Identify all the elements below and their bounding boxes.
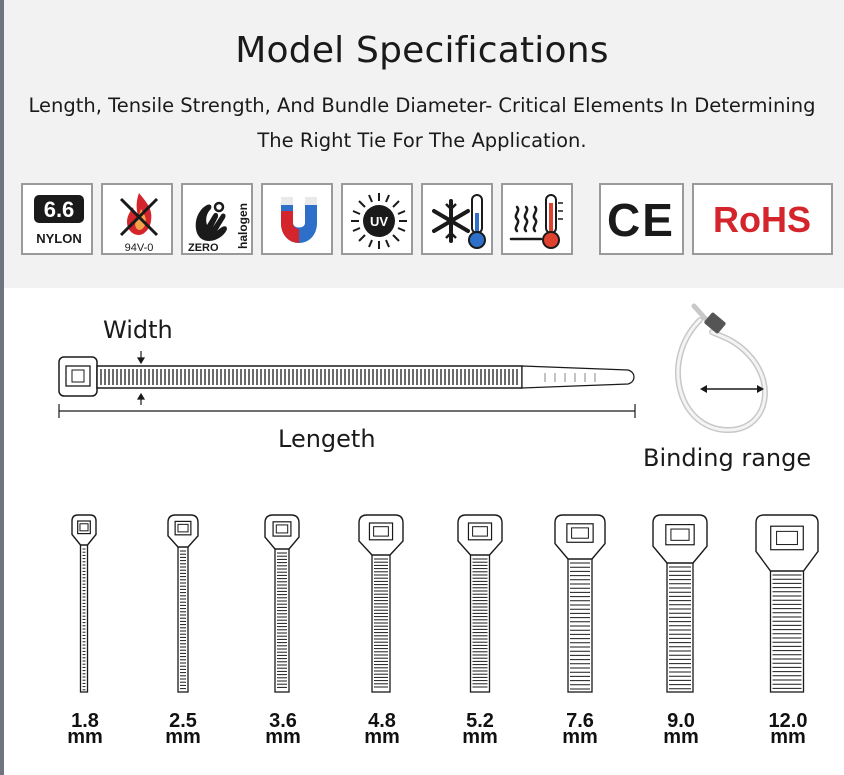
cable-tie-5 xyxy=(457,514,503,693)
tie-pawl xyxy=(79,523,89,532)
tie-pawl xyxy=(776,530,798,546)
uv-text: UV xyxy=(370,214,388,229)
cable-tie-7 xyxy=(652,514,708,693)
length-label: Lengeth xyxy=(278,425,376,453)
rohs-text: RoHS xyxy=(713,199,811,240)
flame-retardant-icon: 94V-0 xyxy=(101,183,173,255)
zero-halogen-icon: ZERO halogen xyxy=(181,183,253,255)
nylon-6-6-icon: 6.6 NYLON xyxy=(21,183,93,255)
tie-head-pawl xyxy=(71,369,85,383)
width-label: Width xyxy=(103,316,173,344)
cable-tie-1 xyxy=(71,514,97,693)
zero-text: ZERO xyxy=(188,242,219,254)
binding-loop-icon xyxy=(675,303,768,434)
binding-range-label: Binding range xyxy=(643,444,812,472)
tie-pawl xyxy=(472,526,488,537)
tie-pawl xyxy=(373,526,389,537)
nylon-label-text: NYLON xyxy=(36,231,82,246)
tie-strap xyxy=(274,544,290,693)
tie-serrations xyxy=(100,369,518,385)
tie-strap xyxy=(567,554,593,693)
ce-mark: CE xyxy=(599,183,684,255)
subtitle-line-1: Length, Tensile Strength, And Bundle Dia… xyxy=(28,94,816,117)
cold-resistant-icon xyxy=(421,183,493,255)
tie-sizes-row xyxy=(71,514,819,693)
cable-tie-2 xyxy=(167,514,199,693)
cable-tie-3 xyxy=(264,514,300,693)
nylon-grade-text: 6.6 xyxy=(44,197,75,222)
tie-pawl xyxy=(177,523,189,533)
cable-tie-6 xyxy=(554,514,606,693)
length-dimension xyxy=(58,404,636,418)
width-arrows xyxy=(136,351,146,405)
heat-resistant-icon xyxy=(501,183,573,255)
tie-pawl xyxy=(571,527,589,539)
halogen-text: halogen xyxy=(236,203,250,249)
rohs-mark: RoHS xyxy=(692,183,833,255)
uv-resistant-icon: UV xyxy=(341,183,413,255)
tie-pawl xyxy=(670,528,690,541)
cable-tie-8 xyxy=(755,514,819,693)
left-edge-bar xyxy=(0,0,4,775)
page-subtitle: Length, Tensile Strength, And Bundle Dia… xyxy=(18,88,826,158)
ce-text: CE xyxy=(607,194,675,246)
subtitle-line-2: The Right Tie For The Application. xyxy=(257,129,587,152)
tie-pawl xyxy=(275,524,289,534)
cable-tie-4 xyxy=(358,514,404,693)
page-title: Model Specifications xyxy=(235,30,609,71)
feature-badges: 6.6 NYLON 94V-0 ZERO halogen xyxy=(0,183,844,258)
tie-tail xyxy=(521,365,635,389)
magnet-icon xyxy=(261,183,333,255)
flame-rating-text: 94V-0 xyxy=(125,242,154,254)
